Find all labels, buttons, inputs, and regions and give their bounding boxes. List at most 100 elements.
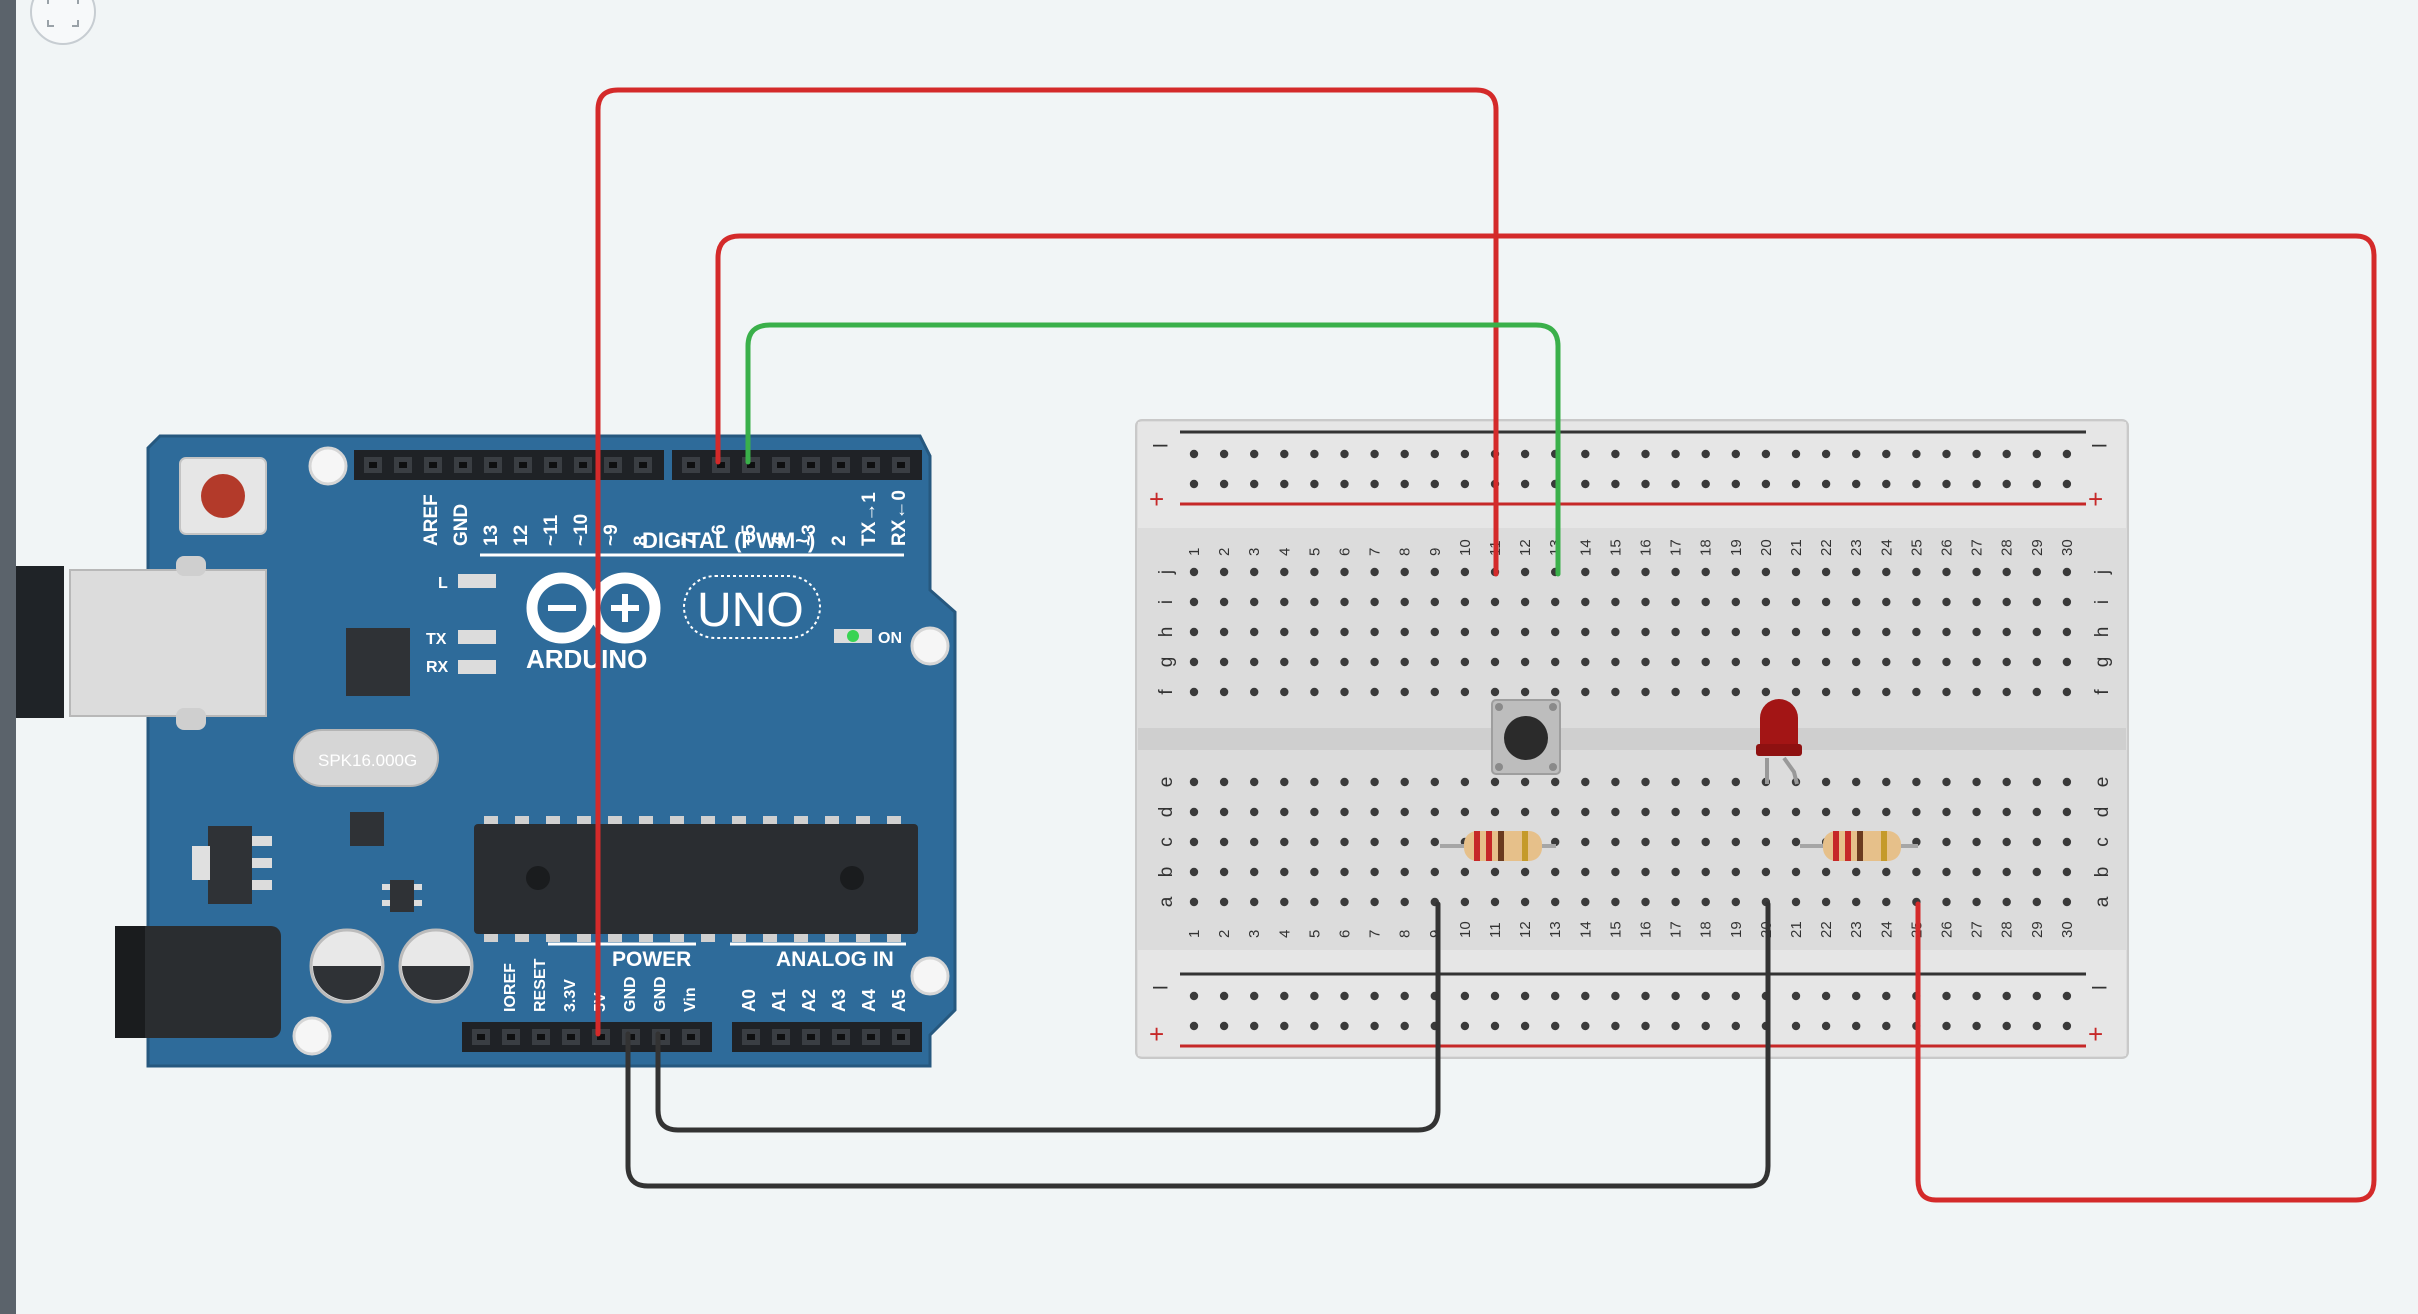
- breadboard-hole[interactable]: [1671, 627, 1680, 637]
- breadboard-hole[interactable]: [1852, 897, 1861, 907]
- breadboard-hole[interactable]: [1551, 807, 1560, 817]
- rail-hole[interactable]: [1852, 479, 1861, 489]
- breadboard-hole[interactable]: [1189, 627, 1199, 637]
- breadboard-hole[interactable]: [1551, 867, 1560, 877]
- breadboard-hole[interactable]: [1460, 777, 1470, 787]
- breadboard-hole[interactable]: [1912, 807, 1921, 817]
- rail-hole[interactable]: [1400, 479, 1409, 489]
- breadboard-hole[interactable]: [1340, 627, 1349, 637]
- breadboard-hole[interactable]: [1400, 867, 1409, 877]
- breadboard-hole[interactable]: [1551, 687, 1560, 697]
- breadboard-hole[interactable]: [2002, 897, 2011, 907]
- breadboard-hole[interactable]: [1641, 687, 1650, 697]
- rail-hole[interactable]: [1731, 449, 1741, 459]
- breadboard-hole[interactable]: [1821, 897, 1831, 907]
- resistor[interactable]: [1800, 831, 1918, 861]
- breadboard-hole[interactable]: [1340, 657, 1349, 667]
- breadboard-hole[interactable]: [1490, 597, 1500, 607]
- breadboard-hole[interactable]: [1310, 567, 1319, 577]
- rail-hole[interactable]: [1370, 449, 1379, 459]
- rail-hole[interactable]: [2002, 479, 2011, 489]
- rail-hole[interactable]: [2002, 1021, 2011, 1031]
- rail-hole[interactable]: [1400, 991, 1409, 1001]
- rail-hole[interactable]: [1370, 1021, 1379, 1031]
- rail-hole[interactable]: [1219, 1021, 1229, 1031]
- breadboard-hole[interactable]: [2032, 627, 2042, 637]
- breadboard-hole[interactable]: [1370, 777, 1379, 787]
- breadboard-hole[interactable]: [2062, 687, 2072, 697]
- breadboard-hole[interactable]: [1761, 687, 1771, 697]
- breadboard-hole[interactable]: [1611, 597, 1620, 607]
- breadboard-hole[interactable]: [1912, 867, 1921, 877]
- rail-hole[interactable]: [1761, 449, 1771, 459]
- breadboard-hole[interactable]: [1761, 807, 1771, 817]
- breadboard-hole[interactable]: [1189, 687, 1199, 697]
- breadboard-hole[interactable]: [1942, 837, 1951, 847]
- rail-hole[interactable]: [1551, 1021, 1560, 1031]
- rail-hole[interactable]: [1611, 1021, 1620, 1031]
- breadboard-hole[interactable]: [1942, 657, 1951, 667]
- breadboard-hole[interactable]: [1701, 627, 1710, 637]
- breadboard-hole[interactable]: [1490, 687, 1500, 697]
- rail-hole[interactable]: [1942, 449, 1951, 459]
- rail-hole[interactable]: [1731, 479, 1741, 489]
- breadboard-hole[interactable]: [1219, 567, 1229, 577]
- resistor[interactable]: [1440, 831, 1556, 861]
- fit-view-button[interactable]: [30, 0, 96, 45]
- rail-hole[interactable]: [1520, 991, 1530, 1001]
- rail-hole[interactable]: [1250, 449, 1259, 459]
- breadboard-hole[interactable]: [1340, 807, 1349, 817]
- breadboard-hole[interactable]: [1701, 657, 1710, 667]
- breadboard-hole[interactable]: [1310, 897, 1319, 907]
- breadboard-hole[interactable]: [1882, 777, 1891, 787]
- rail-hole[interactable]: [1340, 991, 1349, 1001]
- breadboard-hole[interactable]: [1641, 837, 1650, 847]
- rail-hole[interactable]: [1310, 479, 1319, 489]
- breadboard-hole[interactable]: [1460, 807, 1470, 817]
- breadboard-hole[interactable]: [2002, 777, 2011, 787]
- rail-hole[interactable]: [1701, 991, 1710, 1001]
- breadboard-hole[interactable]: [1701, 777, 1710, 787]
- breadboard-hole[interactable]: [2032, 567, 2042, 577]
- rail-hole[interactable]: [1972, 449, 1981, 459]
- rail-hole[interactable]: [1189, 1021, 1199, 1031]
- breadboard-hole[interactable]: [1761, 597, 1771, 607]
- breadboard-hole[interactable]: [1641, 627, 1650, 637]
- breadboard-hole[interactable]: [1551, 657, 1560, 667]
- breadboard-hole[interactable]: [2002, 867, 2011, 877]
- breadboard-hole[interactable]: [1490, 867, 1500, 877]
- rail-hole[interactable]: [1581, 449, 1590, 459]
- breadboard-hole[interactable]: [1791, 657, 1801, 667]
- breadboard-hole[interactable]: [2032, 687, 2042, 697]
- breadboard-hole[interactable]: [1520, 657, 1530, 667]
- breadboard-hole[interactable]: [1882, 597, 1891, 607]
- breadboard-hole[interactable]: [1430, 567, 1440, 577]
- rail-hole[interactable]: [1340, 479, 1349, 489]
- breadboard-hole[interactable]: [1189, 597, 1199, 607]
- breadboard-hole[interactable]: [1310, 807, 1319, 817]
- breadboard-hole[interactable]: [1912, 567, 1921, 577]
- breadboard-hole[interactable]: [1611, 807, 1620, 817]
- breadboard-hole[interactable]: [1611, 867, 1620, 877]
- breadboard-hole[interactable]: [1219, 897, 1229, 907]
- rail-hole[interactable]: [1611, 991, 1620, 1001]
- breadboard-hole[interactable]: [1671, 597, 1680, 607]
- breadboard-hole[interactable]: [1430, 837, 1440, 847]
- breadboard-hole[interactable]: [1821, 807, 1831, 817]
- breadboard-hole[interactable]: [1250, 687, 1259, 697]
- breadboard[interactable]: – + – + – + – + 112233445566778899101011…: [1135, 419, 2129, 1059]
- breadboard-hole[interactable]: [1430, 687, 1440, 697]
- rail-hole[interactable]: [2032, 1021, 2042, 1031]
- rail-hole[interactable]: [1791, 1021, 1801, 1031]
- breadboard-hole[interactable]: [1581, 897, 1590, 907]
- rail-hole[interactable]: [1430, 479, 1440, 489]
- breadboard-hole[interactable]: [1671, 687, 1680, 697]
- breadboard-hole[interactable]: [1972, 567, 1981, 577]
- breadboard-hole[interactable]: [1852, 567, 1861, 577]
- breadboard-hole[interactable]: [1520, 687, 1530, 697]
- breadboard-hole[interactable]: [1581, 867, 1590, 877]
- breadboard-hole[interactable]: [1852, 777, 1861, 787]
- breadboard-hole[interactable]: [1731, 597, 1741, 607]
- rail-hole[interactable]: [1219, 991, 1229, 1001]
